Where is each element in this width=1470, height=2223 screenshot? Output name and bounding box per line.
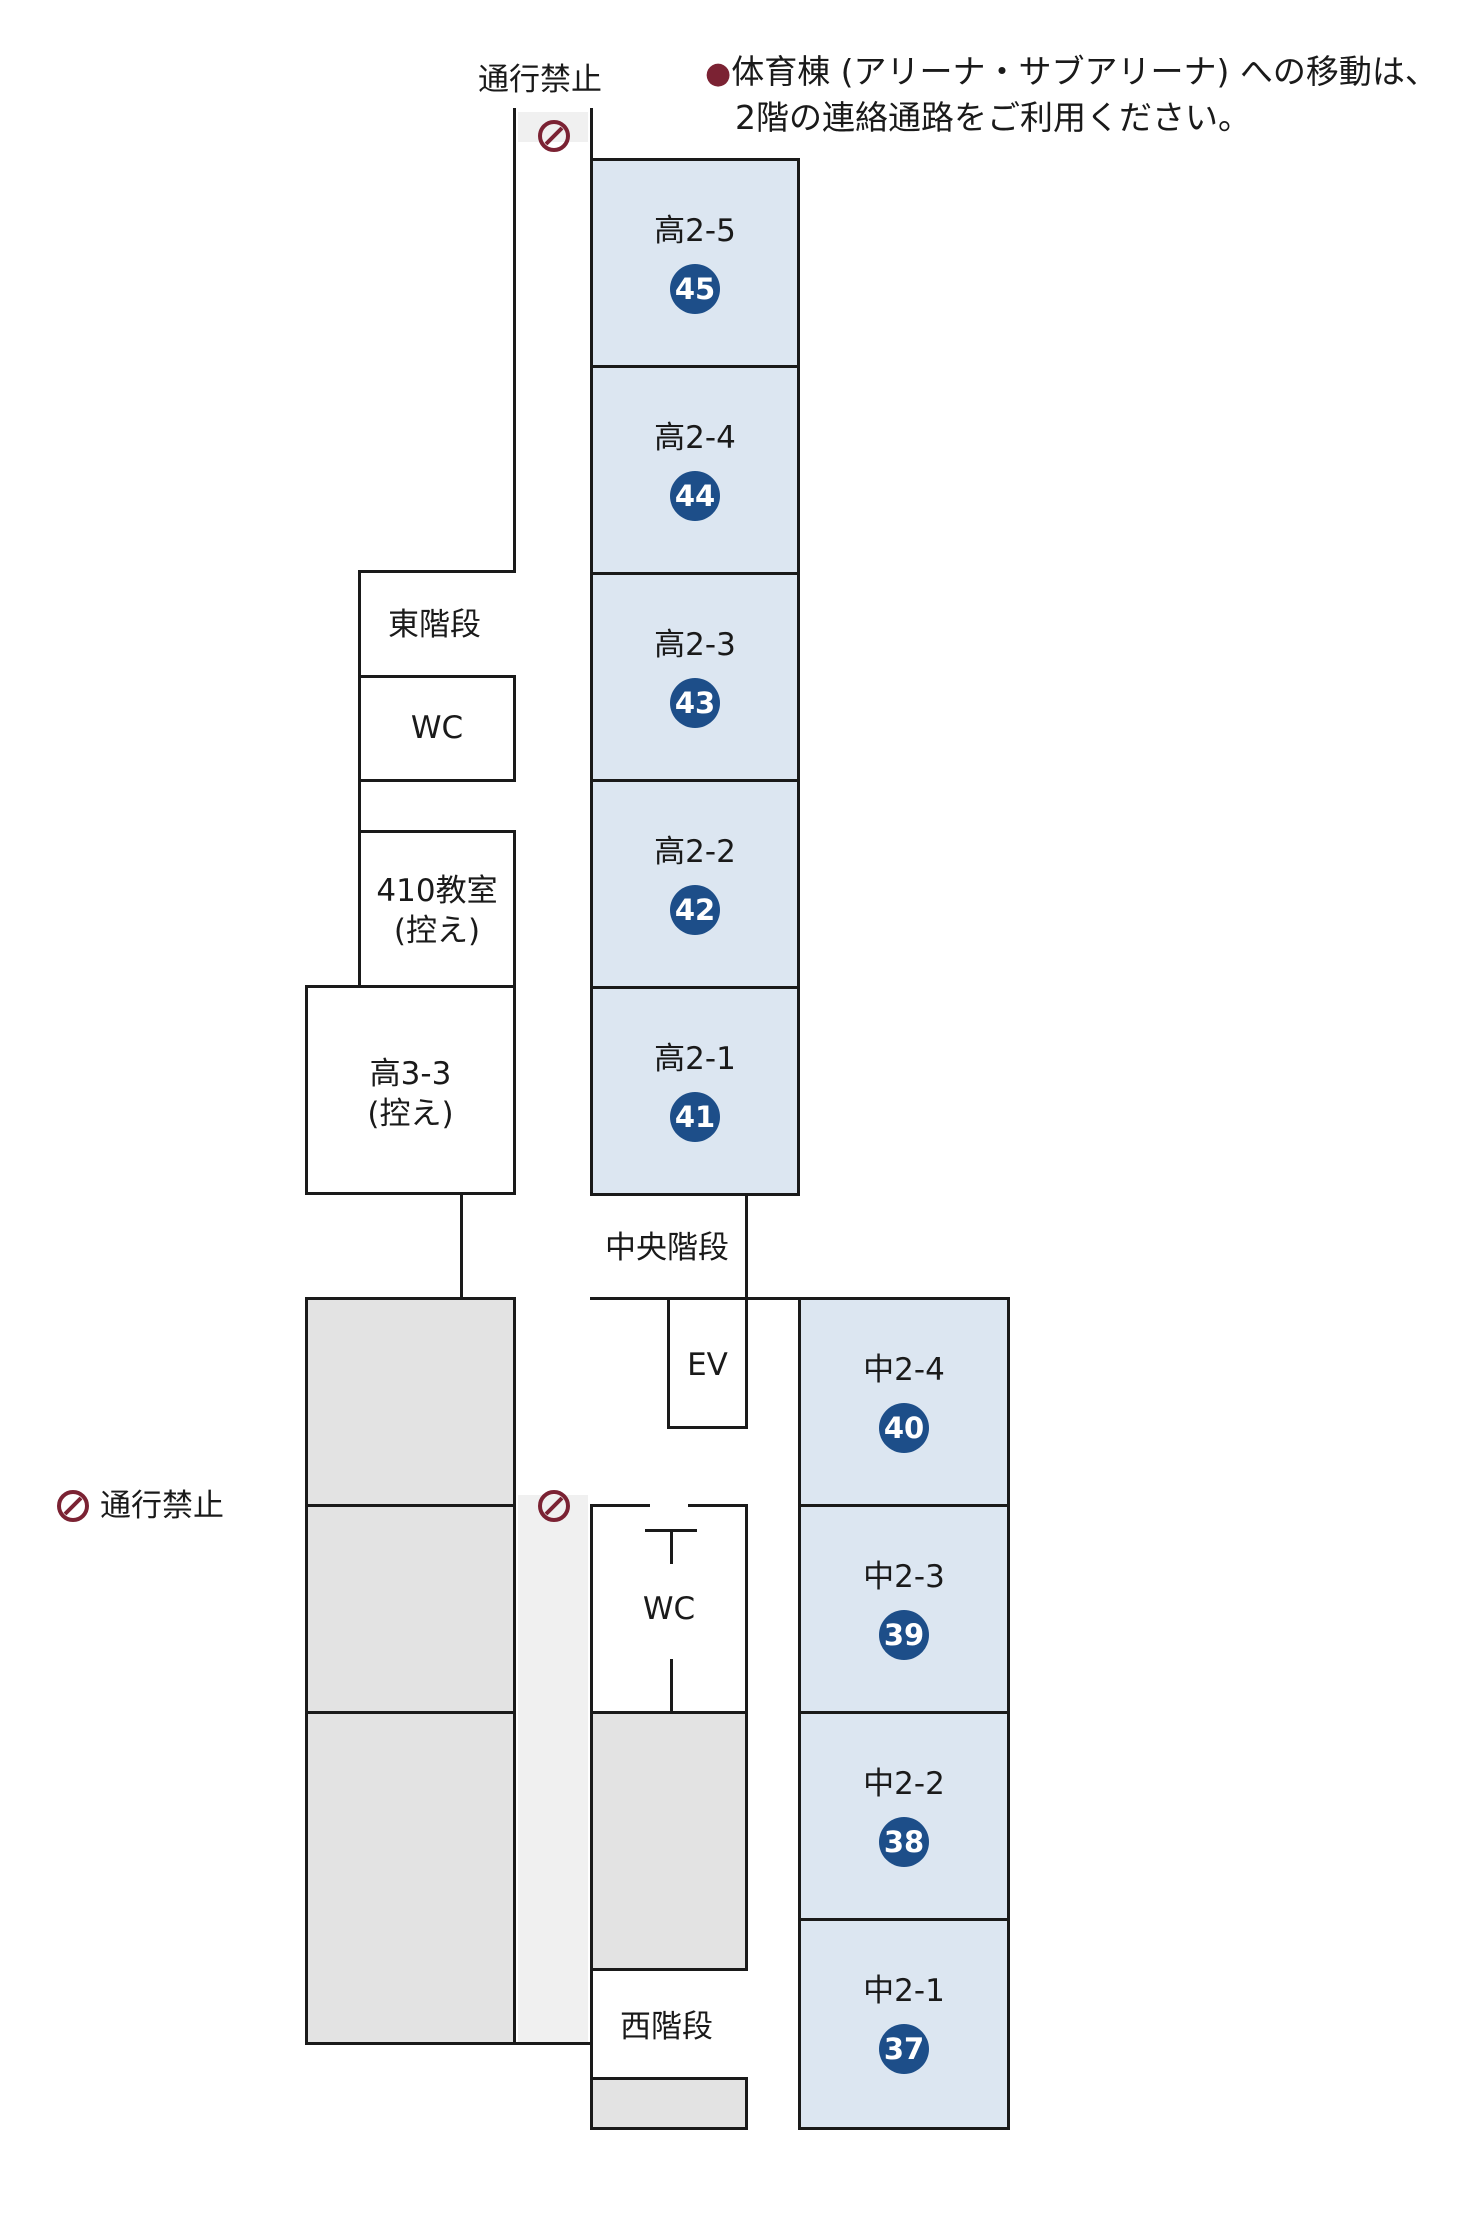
- middle-wc: WC: [590, 1504, 748, 1714]
- notice-line1: 体育棟 (アリーナ・サブアリーナ) への移動は、: [731, 52, 1438, 91]
- no-entry-icon-left: [57, 1490, 89, 1522]
- classroom-chuu-2-4[interactable]: 中2-4 40: [798, 1297, 1010, 1507]
- room-koukou-3-3-label: 高3-3: [369, 1056, 452, 1092]
- no-entry-label-top: 通行禁止: [478, 62, 602, 98]
- classroom-name: 高2-2: [654, 834, 736, 870]
- classroom-name: 中2-2: [863, 1766, 945, 1802]
- classroom-name: 高2-1: [654, 1041, 736, 1077]
- wc-wall: [745, 1504, 748, 1714]
- west-stairs-landing: [590, 2077, 748, 2130]
- east-wc-label: WC: [410, 710, 464, 746]
- classroom-name: 高2-4: [654, 420, 736, 456]
- classroom-name: 中2-4: [863, 1352, 945, 1388]
- no-entry-icon-middle: [538, 1490, 570, 1522]
- wc-wall: [688, 1504, 748, 1507]
- classroom-number-badge: 42: [670, 885, 720, 935]
- east-stairs-label: 東階段: [388, 607, 481, 643]
- classroom-number-badge: 39: [879, 1610, 929, 1660]
- wc-partition: [670, 1529, 673, 1564]
- east-stair-top: [358, 570, 516, 573]
- unused-room-1: [305, 1297, 516, 1507]
- classroom-number-badge: 41: [670, 1092, 720, 1142]
- notice-line2: 2階の連絡通路をご利用ください。: [735, 98, 1251, 137]
- east-wc: WC: [358, 675, 516, 782]
- classroom-number-badge: 44: [670, 471, 720, 521]
- classroom-chuu-2-3[interactable]: 中2-3 39: [798, 1504, 1010, 1714]
- classroom-name: 高2-3: [654, 627, 736, 663]
- connector-line-2: [745, 1190, 748, 1300]
- west-wall-bottom: [513, 2042, 593, 2045]
- room-410-sub: (控え): [393, 913, 481, 949]
- classroom-koukou-2-2[interactable]: 高2-2 42: [590, 779, 800, 989]
- classroom-chuu-2-1[interactable]: 中2-1 37: [798, 1918, 1010, 2130]
- classroom-koukou-2-5[interactable]: 高2-5 45: [590, 158, 800, 368]
- no-entry-icon-top: [538, 120, 570, 152]
- classroom-koukou-2-4[interactable]: 高2-4 44: [590, 365, 800, 575]
- classroom-number-badge: 40: [879, 1403, 929, 1453]
- classroom-number-badge: 45: [670, 264, 720, 314]
- bullet-icon: ●: [705, 56, 732, 91]
- room-410-label: 410教室: [376, 873, 498, 909]
- no-entry-label-left: 通行禁止: [100, 1488, 224, 1524]
- unused-room-2: [305, 1504, 516, 1714]
- classroom-name: 中2-3: [863, 1559, 945, 1595]
- room-koukou-3-3-sub: (控え): [367, 1096, 454, 1132]
- classroom-number-badge: 37: [879, 2024, 929, 2074]
- unused-room-3: [305, 1711, 516, 2045]
- unused-room-4: [590, 1711, 748, 1971]
- classroom-number-badge: 38: [879, 1817, 929, 1867]
- classroom-chuu-2-2[interactable]: 中2-2 38: [798, 1711, 1010, 1921]
- connector-line-1: [460, 1190, 463, 1300]
- classroom-koukou-2-3[interactable]: 高2-3 43: [590, 572, 800, 782]
- room-410: 410教室 (控え): [358, 830, 516, 990]
- classroom-number-badge: 43: [670, 678, 720, 728]
- room-koukou-3-3: 高3-3 (控え): [305, 985, 516, 1195]
- wc-partition: [670, 1659, 673, 1714]
- elevator[interactable]: EV: [667, 1297, 748, 1429]
- wc-wall: [590, 1504, 593, 1714]
- corridor-wall-top-left: [513, 108, 516, 573]
- central-stairs-label: 中央階段: [605, 1230, 729, 1266]
- classroom-name: 中2-1: [863, 1973, 945, 2009]
- classroom-koukou-2-1[interactable]: 高2-1 41: [590, 986, 800, 1196]
- west-wall-left: [590, 1968, 593, 2130]
- wc-wall: [590, 1504, 650, 1507]
- notice: ●体育棟 (アリーナ・サブアリーナ) への移動は、 2階の連絡通路をご利用くださ…: [705, 50, 1438, 140]
- west-stairs-label: 西階段: [620, 2009, 713, 2045]
- corridor-wall-top-right: [590, 108, 593, 158]
- west-corridor-shade: [518, 1495, 588, 2045]
- elevator-label: EV: [687, 1347, 728, 1383]
- classroom-name: 高2-5: [654, 213, 736, 249]
- middle-wc-label: WC: [642, 1591, 696, 1627]
